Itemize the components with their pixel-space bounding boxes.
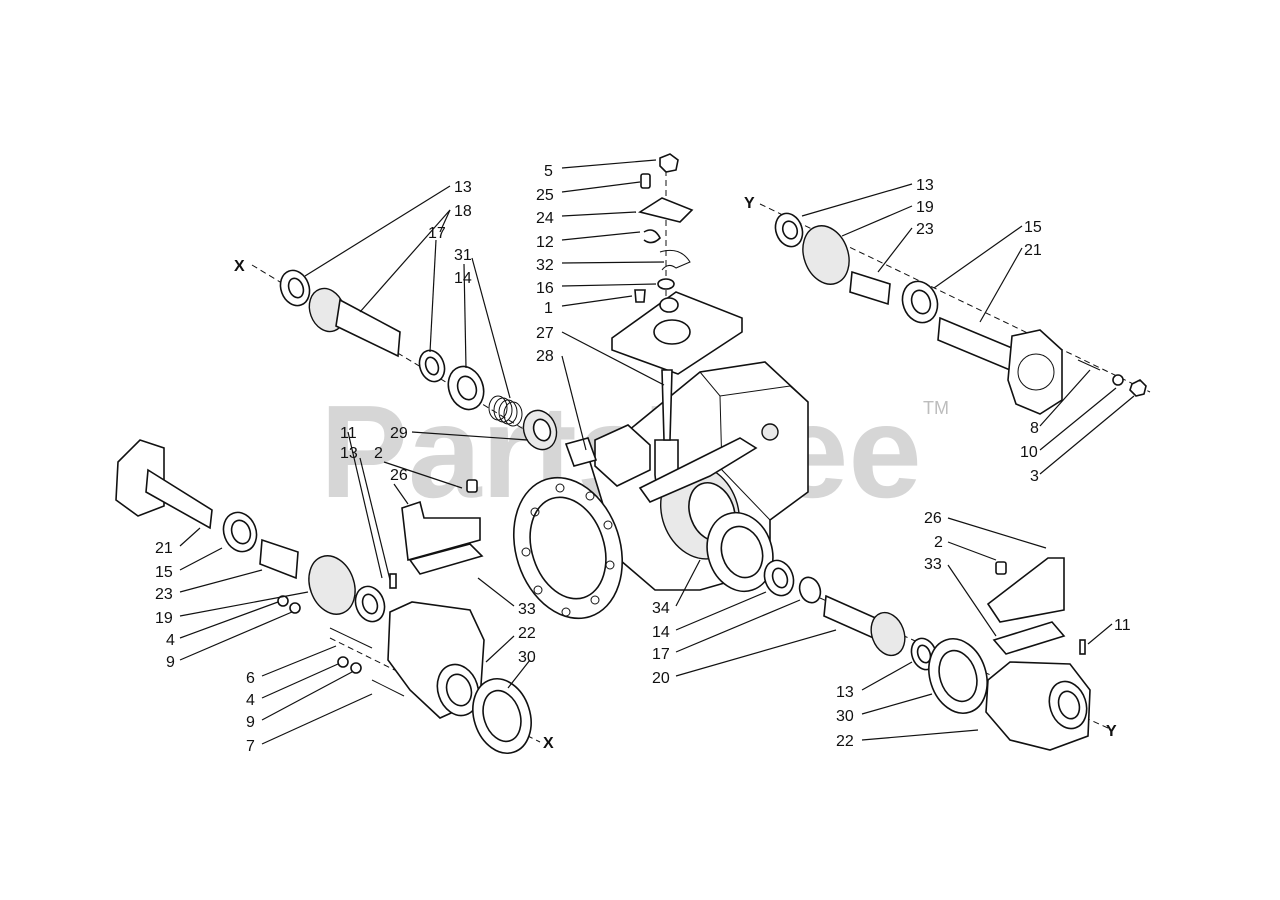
gearbox-housing — [488, 153, 809, 620]
callout-13: 13 — [836, 684, 854, 701]
right-output-shaft-assembly — [774, 212, 1147, 415]
callout-22: 22 — [518, 625, 536, 642]
callout-30: 30 — [836, 708, 854, 725]
callout-24: 24 — [536, 210, 554, 227]
callout-26: 26 — [924, 510, 942, 527]
callout-17: 17 — [428, 225, 446, 242]
callout-labels: 5 25 24 12 32 16 1 27 28 13 18 17 31 14 … — [155, 163, 1131, 755]
axis-marker-x-top: X — [234, 258, 245, 275]
callout-6: 6 — [246, 670, 255, 687]
left-cover-assembly — [387, 479, 532, 754]
callout-23: 23 — [916, 221, 934, 238]
callout-19: 19 — [155, 610, 173, 627]
callout-9: 9 — [166, 654, 175, 671]
left-input-shaft-assembly — [279, 269, 485, 411]
leader-lines — [179, 159, 1135, 745]
callout-16: 16 — [536, 280, 554, 297]
callout-20: 20 — [652, 670, 670, 687]
callout-29: 29 — [390, 425, 408, 442]
callout-21: 21 — [1024, 242, 1042, 259]
callout-18: 18 — [454, 203, 472, 220]
callout-10: 10 — [1020, 444, 1038, 461]
callout-4: 4 — [246, 692, 255, 709]
callout-30: 30 — [518, 649, 536, 666]
callout-33: 33 — [518, 601, 536, 618]
callout-25: 25 — [536, 187, 554, 204]
callout-23: 23 — [155, 586, 173, 603]
callout-22: 22 — [836, 733, 854, 750]
callout-32: 32 — [536, 257, 554, 274]
axis-marker-y-bottom: Y — [1106, 723, 1117, 740]
callout-34: 34 — [652, 600, 670, 617]
callout-15: 15 — [1024, 219, 1042, 236]
callout-31: 31 — [454, 247, 472, 264]
callout-26: 26 — [390, 467, 408, 484]
callout-8: 8 — [1030, 420, 1039, 437]
callout-3: 3 — [1030, 468, 1039, 485]
callout-13: 13 — [340, 445, 358, 462]
callout-11: 11 — [340, 425, 357, 442]
callout-33: 33 — [924, 556, 942, 573]
callout-1: 1 — [544, 300, 553, 317]
callout-17: 17 — [652, 646, 670, 663]
callout-11: 11 — [1114, 617, 1131, 634]
callout-2: 2 — [934, 534, 943, 551]
callout-7: 7 — [246, 738, 255, 755]
callout-2: 2 — [374, 445, 383, 462]
callout-27: 27 — [536, 325, 554, 342]
callout-13: 13 — [454, 179, 472, 196]
callout-9: 9 — [246, 714, 255, 731]
callout-4: 4 — [166, 632, 175, 649]
callout-12: 12 — [536, 234, 554, 251]
callout-28: 28 — [536, 348, 554, 365]
callout-14: 14 — [454, 270, 472, 287]
axis-marker-y-top: Y — [744, 195, 755, 212]
callout-13: 13 — [916, 177, 934, 194]
callout-19: 19 — [916, 199, 934, 216]
callout-15: 15 — [155, 564, 173, 581]
left-flange-shaft — [115, 439, 405, 697]
callout-21: 21 — [155, 540, 173, 557]
axis-marker-x-bottom: X — [543, 735, 554, 752]
callout-5: 5 — [544, 163, 553, 180]
trademark-text: TM — [923, 398, 949, 418]
callout-14: 14 — [652, 624, 670, 641]
right-cover-assembly — [763, 557, 1091, 751]
